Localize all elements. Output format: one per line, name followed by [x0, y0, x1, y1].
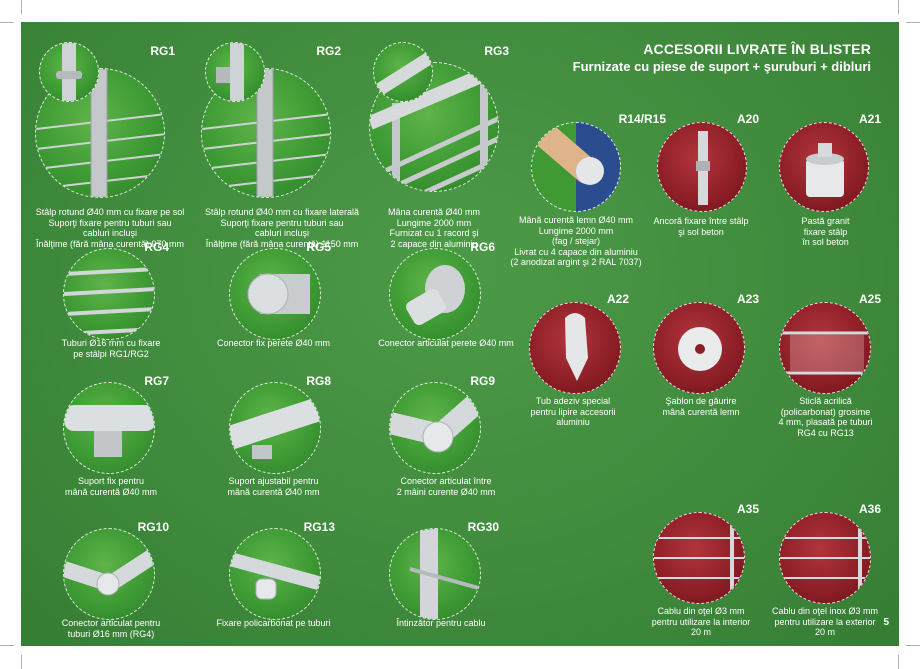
product-rg30: RG30 Întinzător pentru cablu	[371, 518, 531, 646]
page-number: 5	[883, 617, 889, 628]
crop-mark	[21, 655, 22, 669]
product-code-rg9: RG9	[470, 374, 495, 388]
crop-mark	[898, 655, 899, 669]
product-code-rg2: RG2	[316, 44, 341, 58]
product-code-a35: A35	[736, 502, 759, 516]
product-image-a35	[653, 512, 745, 604]
product-image-a36	[779, 512, 871, 604]
product-rg13: RG13 Fixare policarbonat pe tuburi	[216, 518, 361, 646]
product-image-rg30	[389, 528, 481, 620]
product-inset-rg2	[205, 42, 265, 102]
product-image-a23	[653, 302, 745, 394]
product-code-rg1: RG1	[150, 44, 175, 58]
crop-mark	[906, 645, 920, 646]
product-code-a36: A36	[858, 502, 881, 516]
product-inset-rg3	[373, 42, 433, 102]
product-image-rg3	[369, 62, 499, 192]
product-code-rg3: RG3	[484, 44, 509, 58]
product-image-rg4	[63, 248, 155, 340]
product-caption-rg6: Conector articulat perete Ø40 mm	[378, 338, 514, 348]
product-image-rg7	[63, 382, 155, 474]
crop-mark	[0, 645, 14, 646]
product-rg1: RG1 Stâlp rotund Ø40 mm cu fixare pe sol…	[35, 40, 195, 250]
product-code-rg5: RG5	[306, 240, 331, 254]
product-code-rg7: RG7	[144, 374, 169, 388]
crop-mark	[898, 0, 899, 14]
product-image-rg10	[63, 528, 155, 620]
product-caption-rg13: Fixare policarbonat pe tuburi	[216, 618, 331, 628]
product-image-a22	[529, 302, 621, 394]
product-image-a25	[779, 302, 871, 394]
product-code-r14-r15: R14/R15	[618, 112, 666, 126]
product-image-rg9	[389, 382, 481, 474]
crop-mark	[21, 0, 22, 14]
product-caption-rg30: Întinzător pentru cablu	[396, 618, 486, 628]
product-image-rg13	[229, 528, 321, 620]
page-header: ACCESORII LIVRATE ÎN BLISTER Furnizate c…	[573, 41, 871, 74]
crop-mark	[906, 22, 920, 23]
product-code-rg13: RG13	[303, 520, 335, 534]
product-code-a25: A25	[858, 292, 881, 306]
product-code-rg4: RG4	[144, 240, 169, 254]
product-image-rg5	[229, 248, 321, 340]
catalog-page: ACCESORII LIVRATE ÎN BLISTER Furnizate c…	[21, 22, 899, 646]
product-rg2: RG2 Stâlp rotund Ø40 mm cu fixare latera…	[201, 40, 371, 250]
product-code-rg10: RG10	[137, 520, 169, 534]
product-image-a20	[657, 122, 747, 212]
product-image-rg6	[389, 248, 481, 340]
product-code-rg30: RG30	[467, 520, 499, 534]
product-code-rg6: RG6	[470, 240, 495, 254]
product-image-r14-r15	[531, 122, 621, 212]
page-subtitle: Furnizate cu piese de suport + şuruburi …	[572, 59, 871, 74]
product-code-a23: A23	[736, 292, 759, 306]
product-rg5: RG5 Conector fix perete Ø40 mm	[217, 238, 361, 368]
product-caption-rg5: Conector fix perete Ø40 mm	[216, 338, 331, 348]
page-title: ACCESORII LIVRATE ÎN BLISTER	[643, 41, 871, 57]
product-image-rg8	[229, 382, 321, 474]
crop-mark	[0, 22, 14, 23]
product-code-a22: A22	[606, 292, 629, 306]
product-code-a20: A20	[736, 112, 759, 126]
product-code-rg8: RG8	[306, 374, 331, 388]
product-image-a21	[779, 122, 869, 212]
product-code-a21: A21	[858, 112, 881, 126]
product-a25: A25 Sticlă acrilică(policarbonat) grosim…	[773, 290, 883, 440]
product-inset-rg1	[39, 42, 99, 102]
product-rg6: RG6 Conector articulat perete Ø40 mm	[371, 238, 531, 368]
